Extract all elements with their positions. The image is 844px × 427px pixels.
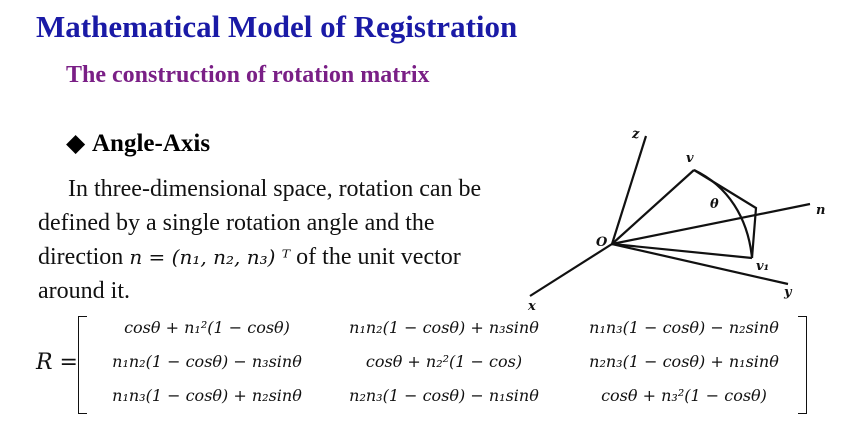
z-axis bbox=[610, 135, 648, 245]
vector-v1 bbox=[611, 242, 753, 260]
x-axis bbox=[529, 243, 613, 297]
vector-v bbox=[611, 169, 695, 245]
paragraph-line-2: defined by a single rotation angle and t… bbox=[38, 210, 435, 236]
n-axis bbox=[611, 202, 811, 246]
y-label: y bbox=[783, 285, 793, 300]
paragraph-line-3-suffix: of the unit vector bbox=[296, 244, 461, 270]
v-label: v bbox=[686, 151, 694, 166]
direction-vector-formula: n = (n₁, n₂, n₃) ᵀ bbox=[129, 245, 291, 269]
slide-subtitle: The construction of rotation matrix bbox=[66, 62, 430, 88]
right-bracket bbox=[798, 316, 807, 414]
paragraph-line-3-prefix: direction bbox=[38, 244, 130, 270]
matrix-label: R = bbox=[36, 350, 78, 375]
matrix-cell-2-0: n₁n₃(1 − cosθ) + n₂sinθ bbox=[112, 386, 302, 405]
angle-axis-diagram: z v θ n O v₁ y x bbox=[527, 127, 825, 314]
left-bracket bbox=[78, 316, 87, 414]
y-axis bbox=[611, 242, 789, 286]
matrix-cell-0-1: n₁n₂(1 − cosθ) + n₃sinθ bbox=[349, 318, 539, 337]
matrix-cell-2-2: cosθ + n₃²(1 − cosθ) bbox=[601, 386, 767, 405]
origin-label: O bbox=[596, 235, 608, 250]
matrix-cell-1-2: n₂n₃(1 − cosθ) + n₁sinθ bbox=[589, 352, 779, 371]
rotation-cone-arc bbox=[693, 169, 754, 259]
section-heading: ◆Angle-Axis bbox=[66, 128, 210, 158]
rotation-matrix: R = cosθ + n₁²(1 − cosθ) n₁n₂(1 − cosθ) … bbox=[36, 312, 816, 422]
x-label: x bbox=[527, 299, 536, 314]
paragraph-line-4: around it. bbox=[38, 278, 130, 304]
slide-title: Mathematical Model of Registration bbox=[36, 9, 518, 44]
v1-label: v₁ bbox=[756, 259, 769, 274]
matrix-cell-1-1: cosθ + n₂²(1 − cos) bbox=[365, 352, 523, 371]
diamond-bullet-icon: ◆ bbox=[66, 130, 86, 157]
cone-base-arc bbox=[693, 169, 758, 259]
z-label: z bbox=[631, 127, 640, 142]
matrix-cell-1-0: n₁n₂(1 − cosθ) − n₃sinθ bbox=[112, 352, 302, 371]
matrix-cell-0-2: n₁n₃(1 − cosθ) − n₂sinθ bbox=[589, 318, 779, 337]
matrix-cell-0-0: cosθ + n₁²(1 − cosθ) bbox=[124, 318, 290, 337]
matrix-cell-2-1: n₂n₃(1 − cosθ) − n₁sinθ bbox=[349, 386, 539, 405]
section-heading-text: Angle-Axis bbox=[92, 130, 211, 157]
paragraph-line-3: direction n = (n₁, n₂, n₃) ᵀ of the unit… bbox=[38, 240, 566, 274]
n-label: n bbox=[816, 203, 825, 218]
description-paragraph: In three-dimensional space, rotation can… bbox=[38, 172, 566, 308]
theta-label: θ bbox=[710, 197, 719, 212]
paragraph-line-1: In three-dimensional space, rotation can… bbox=[68, 176, 482, 202]
